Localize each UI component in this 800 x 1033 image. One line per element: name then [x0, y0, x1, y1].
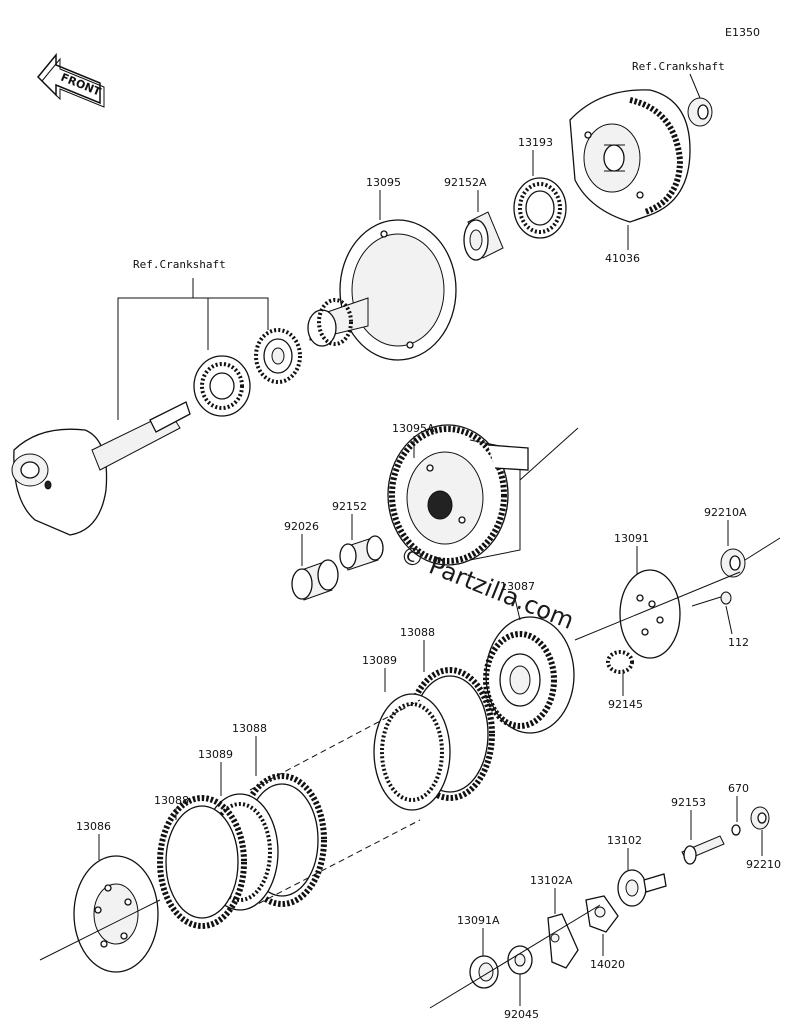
bearing-92045 [507, 945, 533, 975]
steel-plate-13089-upper [373, 693, 451, 811]
lever-13102 [617, 869, 667, 907]
label-ref-crankshaft-top: Ref.Crankshaft [632, 60, 725, 73]
label-13088-mid: 13088 [232, 722, 267, 735]
spring-92145 [606, 650, 634, 674]
label-13086: 13086 [76, 820, 111, 833]
nut-92210 [750, 806, 770, 830]
crankshaft [11, 401, 191, 536]
crank-gear [254, 328, 302, 384]
label-13193: 13193 [518, 136, 553, 149]
label-13087: 13087 [500, 580, 535, 593]
label-670: 670 [728, 782, 749, 795]
sleeve-92152 [339, 535, 384, 571]
bolt-112 [691, 591, 732, 607]
cover-14020 [585, 895, 619, 933]
clutch-hub-13087 [483, 616, 575, 734]
crankshaft-nut [687, 97, 713, 127]
label-ref-crankshaft-left: Ref.Crankshaft [133, 258, 226, 271]
pressure-plate-13091 [619, 569, 681, 659]
label-92210A: 92210A [704, 506, 747, 519]
label-92145: 92145 [608, 698, 643, 711]
label-13089-lower: 13089 [198, 748, 233, 761]
label-13095A: 13095A [392, 422, 435, 435]
label-13091A: 13091A [457, 914, 500, 927]
collar-92152A [463, 211, 504, 261]
nut-92210A [720, 548, 746, 578]
bearing [193, 355, 251, 417]
label-92152: 92152 [332, 500, 367, 513]
label-92210: 92210 [746, 858, 781, 871]
clutch-outer-41036 [569, 89, 691, 223]
shaft-92153 [681, 835, 725, 865]
label-13089-upper: 13089 [362, 654, 397, 667]
friction-plate-13088-lower [157, 795, 247, 929]
front-arrow-icon: FRONT [36, 52, 105, 108]
o-ring-670 [731, 824, 741, 836]
label-92152A: 92152A [444, 176, 487, 189]
label-13095: 13095 [366, 176, 401, 189]
label-92045: 92045 [504, 1008, 539, 1021]
label-13102A: 13102A [530, 874, 573, 887]
label-112: 112 [728, 636, 749, 649]
one-way-clutch-13193 [513, 177, 567, 239]
label-13102: 13102 [607, 834, 642, 847]
lever-13102A [547, 913, 579, 969]
label-13088-upper: 13088 [400, 626, 435, 639]
label-13091: 13091 [614, 532, 649, 545]
label-92153: 92153 [671, 796, 706, 809]
watermark: © Partzilla.com [396, 540, 578, 635]
cap-13091A [469, 955, 499, 989]
plate-13086 [73, 855, 159, 973]
diagram-code: E1350 [725, 26, 760, 39]
collar-92026 [291, 559, 339, 601]
label-13088-lower: 13088 [154, 794, 189, 807]
label-92026: 92026 [284, 520, 319, 533]
gear-13095 [307, 219, 457, 361]
clutch-housing-13095A [387, 424, 529, 566]
label-41036: 41036 [605, 252, 640, 265]
label-14020: 14020 [590, 958, 625, 971]
